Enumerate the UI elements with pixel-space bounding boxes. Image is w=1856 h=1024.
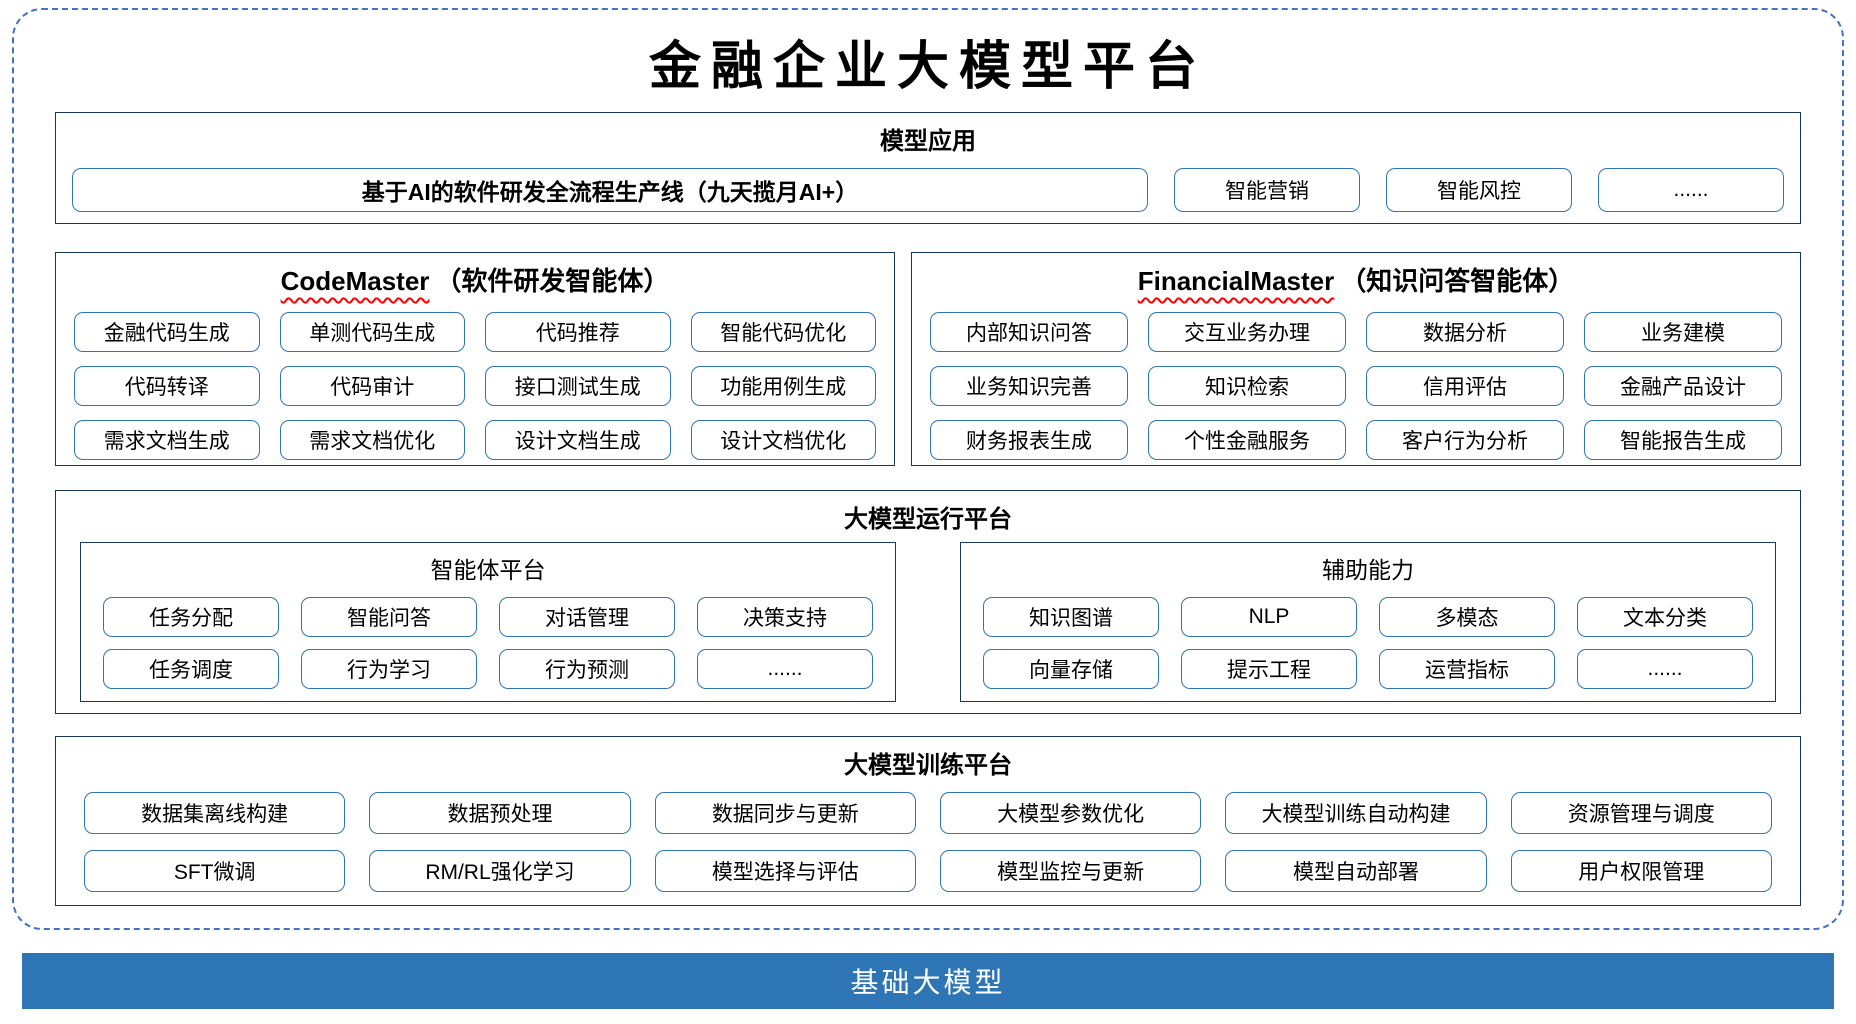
financialmaster-item: 业务知识完善 [930, 366, 1128, 406]
agent-platform-item: 行为学习 [301, 649, 477, 689]
app-item: 智能风控 [1386, 168, 1572, 212]
codemaster-item: 设计文档优化 [690, 420, 876, 460]
codemaster-item: 需求文档生成 [74, 420, 260, 460]
codemaster-item: 代码推荐 [485, 312, 671, 352]
codemaster-item: 需求文档优化 [279, 420, 465, 460]
aux-ability-item: ...... [1577, 649, 1753, 689]
app-item-main: 基于AI的软件研发全流程生产线（九天揽月AI+） [72, 168, 1148, 212]
financialmaster-item: 交互业务办理 [1148, 312, 1346, 352]
aux-ability-item: 运营指标 [1379, 649, 1555, 689]
aux-ability-item: 知识图谱 [983, 597, 1159, 637]
agent-platform-item: 智能问答 [301, 597, 477, 637]
agent-platform-item: ...... [697, 649, 873, 689]
training-item: 数据同步与更新 [654, 792, 916, 834]
training-item: 模型监控与更新 [939, 850, 1202, 892]
financialmaster-item: 数据分析 [1366, 312, 1564, 352]
subbox-agent-platform: 智能体平台 任务分配 智能问答 对话管理 决策支持 任务调度 行为学习 行为预测… [80, 542, 896, 702]
financialmaster-item: 财务报表生成 [930, 420, 1128, 460]
codemaster-suffix: （软件研发智能体） [435, 266, 670, 296]
runtime-subboxes: 智能体平台 任务分配 智能问答 对话管理 决策支持 任务调度 行为学习 行为预测… [80, 542, 1776, 702]
training-item: 用户权限管理 [1510, 850, 1772, 892]
financialmaster-item: 客户行为分析 [1366, 420, 1564, 460]
financialmaster-item: 金融产品设计 [1584, 366, 1782, 406]
aux-ability-item: 文本分类 [1577, 597, 1753, 637]
codemaster-row: 需求文档生成 需求文档优化 设计文档生成 设计文档优化 [74, 420, 876, 460]
financialmaster-item: 知识检索 [1148, 366, 1346, 406]
codemaster-row: 代码转译 代码审计 接口测试生成 功能用例生成 [74, 366, 876, 406]
training-item: 数据集离线构建 [84, 792, 346, 834]
section-financialmaster: FinancialMaster（知识问答智能体） 内部知识问答 交互业务办理 数… [911, 252, 1801, 466]
agent-platform-item: 任务调度 [103, 649, 279, 689]
training-item: 模型选择与评估 [654, 850, 916, 892]
model-application-row: 基于AI的软件研发全流程生产线（九天揽月AI+） 智能营销 智能风控 .....… [72, 168, 1784, 212]
training-row: 数据集离线构建 数据预处理 数据同步与更新 大模型参数优化 大模型训练自动构建 … [84, 792, 1772, 834]
codemaster-name: CodeMaster [280, 266, 430, 296]
training-item: 资源管理与调度 [1510, 792, 1772, 834]
financialmaster-item: 个性金融服务 [1148, 420, 1346, 460]
training-item: 大模型训练自动构建 [1225, 792, 1487, 834]
app-item: 智能营销 [1174, 168, 1360, 212]
codemaster-item: 代码转译 [74, 366, 260, 406]
financialmaster-item: 业务建模 [1584, 312, 1782, 352]
section-model-application: 模型应用 基于AI的软件研发全流程生产线（九天揽月AI+） 智能营销 智能风控 … [55, 112, 1801, 224]
financialmaster-item: 智能报告生成 [1584, 420, 1782, 460]
financialmaster-item: 内部知识问答 [930, 312, 1128, 352]
agent-platform-row: 任务调度 行为学习 行为预测 ...... [103, 649, 873, 689]
financialmaster-row: 内部知识问答 交互业务办理 数据分析 业务建模 [930, 312, 1782, 352]
financialmaster-row: 财务报表生成 个性金融服务 客户行为分析 智能报告生成 [930, 420, 1782, 460]
codemaster-item: 代码审计 [279, 366, 465, 406]
codemaster-item: 设计文档生成 [485, 420, 671, 460]
aux-ability-header: 辅助能力 [1322, 557, 1414, 583]
section-training-platform: 大模型训练平台 数据集离线构建 数据预处理 数据同步与更新 大模型参数优化 大模… [55, 736, 1801, 906]
codemaster-item: 单测代码生成 [279, 312, 465, 352]
outer-dashed-frame [12, 8, 1844, 930]
training-item: 数据预处理 [369, 792, 631, 834]
aux-ability-item: NLP [1181, 597, 1357, 637]
training-row: SFT微调 RM/RL强化学习 模型选择与评估 模型监控与更新 模型自动部署 用… [84, 850, 1772, 892]
aux-ability-row: 知识图谱 NLP 多模态 文本分类 [983, 597, 1753, 637]
agent-platform-item: 对话管理 [499, 597, 675, 637]
agent-platform-item: 行为预测 [499, 649, 675, 689]
financialmaster-row: 业务知识完善 知识检索 信用评估 金融产品设计 [930, 366, 1782, 406]
app-item: ...... [1598, 168, 1784, 212]
runtime-platform-header: 大模型运行平台 [844, 506, 1012, 533]
aux-ability-row: 向量存储 提示工程 运营指标 ...... [983, 649, 1753, 689]
codemaster-row: 金融代码生成 单测代码生成 代码推荐 智能代码优化 [74, 312, 876, 352]
training-item: 大模型参数优化 [939, 792, 1202, 834]
subbox-aux-ability: 辅助能力 知识图谱 NLP 多模态 文本分类 向量存储 提示工程 运营指标 ..… [960, 542, 1776, 702]
financialmaster-header: FinancialMaster（知识问答智能体） [912, 253, 1800, 298]
section-runtime-platform: 大模型运行平台 智能体平台 任务分配 智能问答 对话管理 决策支持 任务调度 行… [55, 490, 1801, 714]
training-platform-header: 大模型训练平台 [844, 752, 1012, 779]
foundation-model-bar: 基础大模型 [22, 953, 1834, 1009]
codemaster-header: CodeMaster（软件研发智能体） [56, 253, 894, 298]
aux-ability-item: 多模态 [1379, 597, 1555, 637]
financialmaster-name: FinancialMaster [1137, 266, 1335, 296]
codemaster-item: 功能用例生成 [690, 366, 876, 406]
agent-platform-item: 任务分配 [103, 597, 279, 637]
agent-platform-header: 智能体平台 [430, 557, 546, 583]
agent-platform-item: 决策支持 [697, 597, 873, 637]
financialmaster-item: 信用评估 [1366, 366, 1564, 406]
codemaster-item: 智能代码优化 [690, 312, 876, 352]
codemaster-item: 金融代码生成 [74, 312, 260, 352]
training-item: 模型自动部署 [1225, 850, 1487, 892]
agent-platform-row: 任务分配 智能问答 对话管理 决策支持 [103, 597, 873, 637]
training-item: RM/RL强化学习 [369, 850, 631, 892]
codemaster-item: 接口测试生成 [485, 366, 671, 406]
model-application-header: 模型应用 [880, 128, 976, 155]
financialmaster-suffix: （知识问答智能体） [1340, 266, 1575, 296]
page-title: 金融企业大模型平台 [648, 36, 1207, 97]
training-item: SFT微调 [84, 850, 346, 892]
aux-ability-item: 提示工程 [1181, 649, 1357, 689]
aux-ability-item: 向量存储 [983, 649, 1159, 689]
section-codemaster: CodeMaster（软件研发智能体） 金融代码生成 单测代码生成 代码推荐 智… [55, 252, 895, 466]
